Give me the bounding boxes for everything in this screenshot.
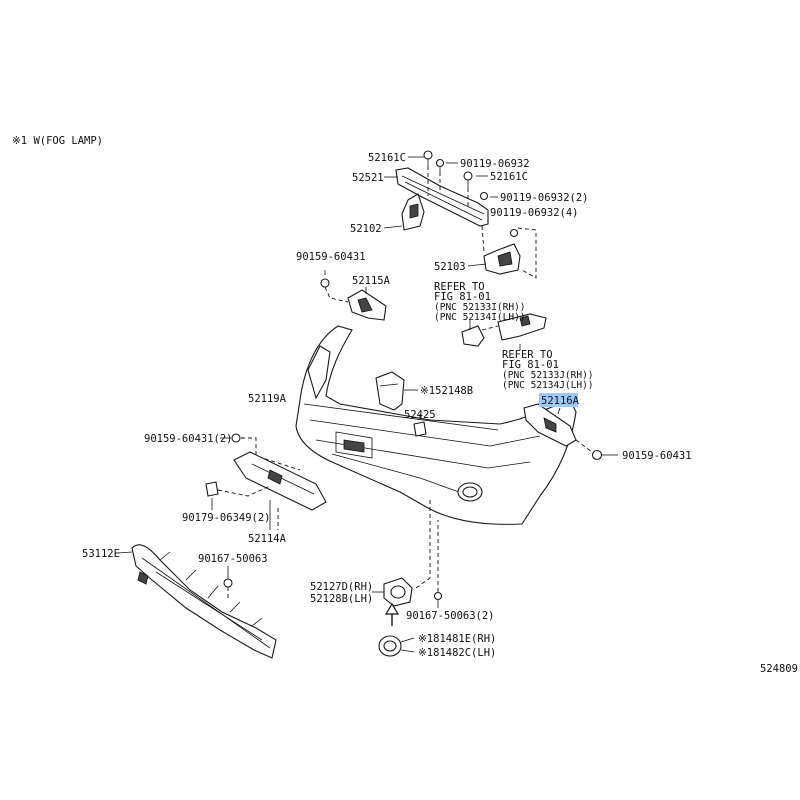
label-90167-50063[interactable]: 90167-50063 [198,553,268,565]
refer2-line1: REFER TO [502,349,553,361]
label-52127d[interactable]: 52127D(RH) [310,581,373,593]
bracket-52102[interactable] [401,193,425,231]
label-90159-60431-top[interactable]: 90159-60431 [296,251,366,263]
label-52161c-a[interactable]: 52161C [368,152,406,164]
refer2-line2: FIG 81-01 [502,359,559,371]
bracket-52116a[interactable] [523,403,577,447]
label-52161c-b[interactable]: 52161C [490,171,528,183]
side-bracket-52115a[interactable] [347,289,387,321]
label-81481e[interactable]: ※181481E(RH) [418,633,496,645]
label-52148b[interactable]: ※152148B [420,385,473,397]
up-arrow-icon [384,602,400,626]
bolt-90167-50063[interactable] [223,578,233,588]
bumper-reinforcement-52521[interactable] [395,167,489,227]
refer1-line2: FIG 81-01 [434,291,491,303]
bracket-52103[interactable] [483,243,521,275]
refer1-line3: (PNC 52133I(RH)) [434,302,526,313]
fog-ring-81481e[interactable] [378,635,402,657]
bolt-90159-60431-2[interactable] [231,433,241,443]
refer1-line4: (PNC 52134I(LH)) [434,312,526,323]
label-90119-06932[interactable]: 90119-06932 [460,158,530,170]
clip-52161c-b[interactable] [463,171,473,188]
label-90167-50063-2[interactable]: 90167-50063(2) [406,610,495,622]
label-81482c[interactable]: ※181482C(LH) [418,647,496,659]
label-90179-06349-2[interactable]: 90179-06349(2) [182,512,271,524]
label-90119-06932-2[interactable]: 90119-06932(2) [500,192,589,204]
front-bumper-cover-52119a[interactable] [295,325,577,525]
label-52116a-highlight [539,393,578,407]
label-90159-60431-2[interactable]: 90159-60431(2) [144,433,233,445]
refer1-line1: REFER TO [434,281,485,293]
bolt-90119-06932-b[interactable] [479,191,489,201]
license-bracket-52114a[interactable] [233,451,327,511]
label-90119-06932-4[interactable]: 90119-06932(4) [490,207,579,219]
label-52128b[interactable]: 52128B(LH) [310,593,373,605]
label-52425[interactable]: 52425 [404,409,436,421]
label-52114a[interactable]: 52114A [248,533,287,545]
label-52116a[interactable]: 52116A [541,395,580,407]
label-90159-60431-right[interactable]: 90159-60431 [622,450,692,462]
label-52115a[interactable]: 52115A [352,275,391,287]
bolt-90119-06932-a[interactable] [435,158,445,173]
diagram-id: 524809 [760,663,798,675]
clip-90179-06349[interactable] [205,481,219,497]
clip-52425[interactable] [413,421,427,437]
fog-cover-52127d[interactable] [383,577,413,607]
refer2-line3: (PNC 52133J(RH)) [502,370,594,381]
bolt-90159-60431-right[interactable] [591,449,603,461]
label-52103[interactable]: 52103 [434,261,466,273]
bracket-52133j[interactable] [497,313,547,341]
label-52521[interactable]: 52521 [352,172,384,184]
label-52102[interactable]: 52102 [350,223,382,235]
lower-grille-53112e[interactable] [131,544,277,659]
refer2-line4: (PNC 52134J(LH)) [502,380,594,391]
bolt-90159-60431-top[interactable] [320,270,330,288]
label-53112e[interactable]: 53112E [82,548,120,560]
bolt-90167-50063-2[interactable] [433,591,443,601]
label-52119a[interactable]: 52119A [248,393,287,405]
clip-52161c-a[interactable] [423,150,433,166]
absorber-52148b[interactable] [375,371,405,411]
bracket-52133i[interactable] [461,325,485,347]
fog-lamp-note: ※1 W(FOG LAMP) [12,135,103,147]
bolt-90119-06932-c[interactable] [509,228,519,238]
